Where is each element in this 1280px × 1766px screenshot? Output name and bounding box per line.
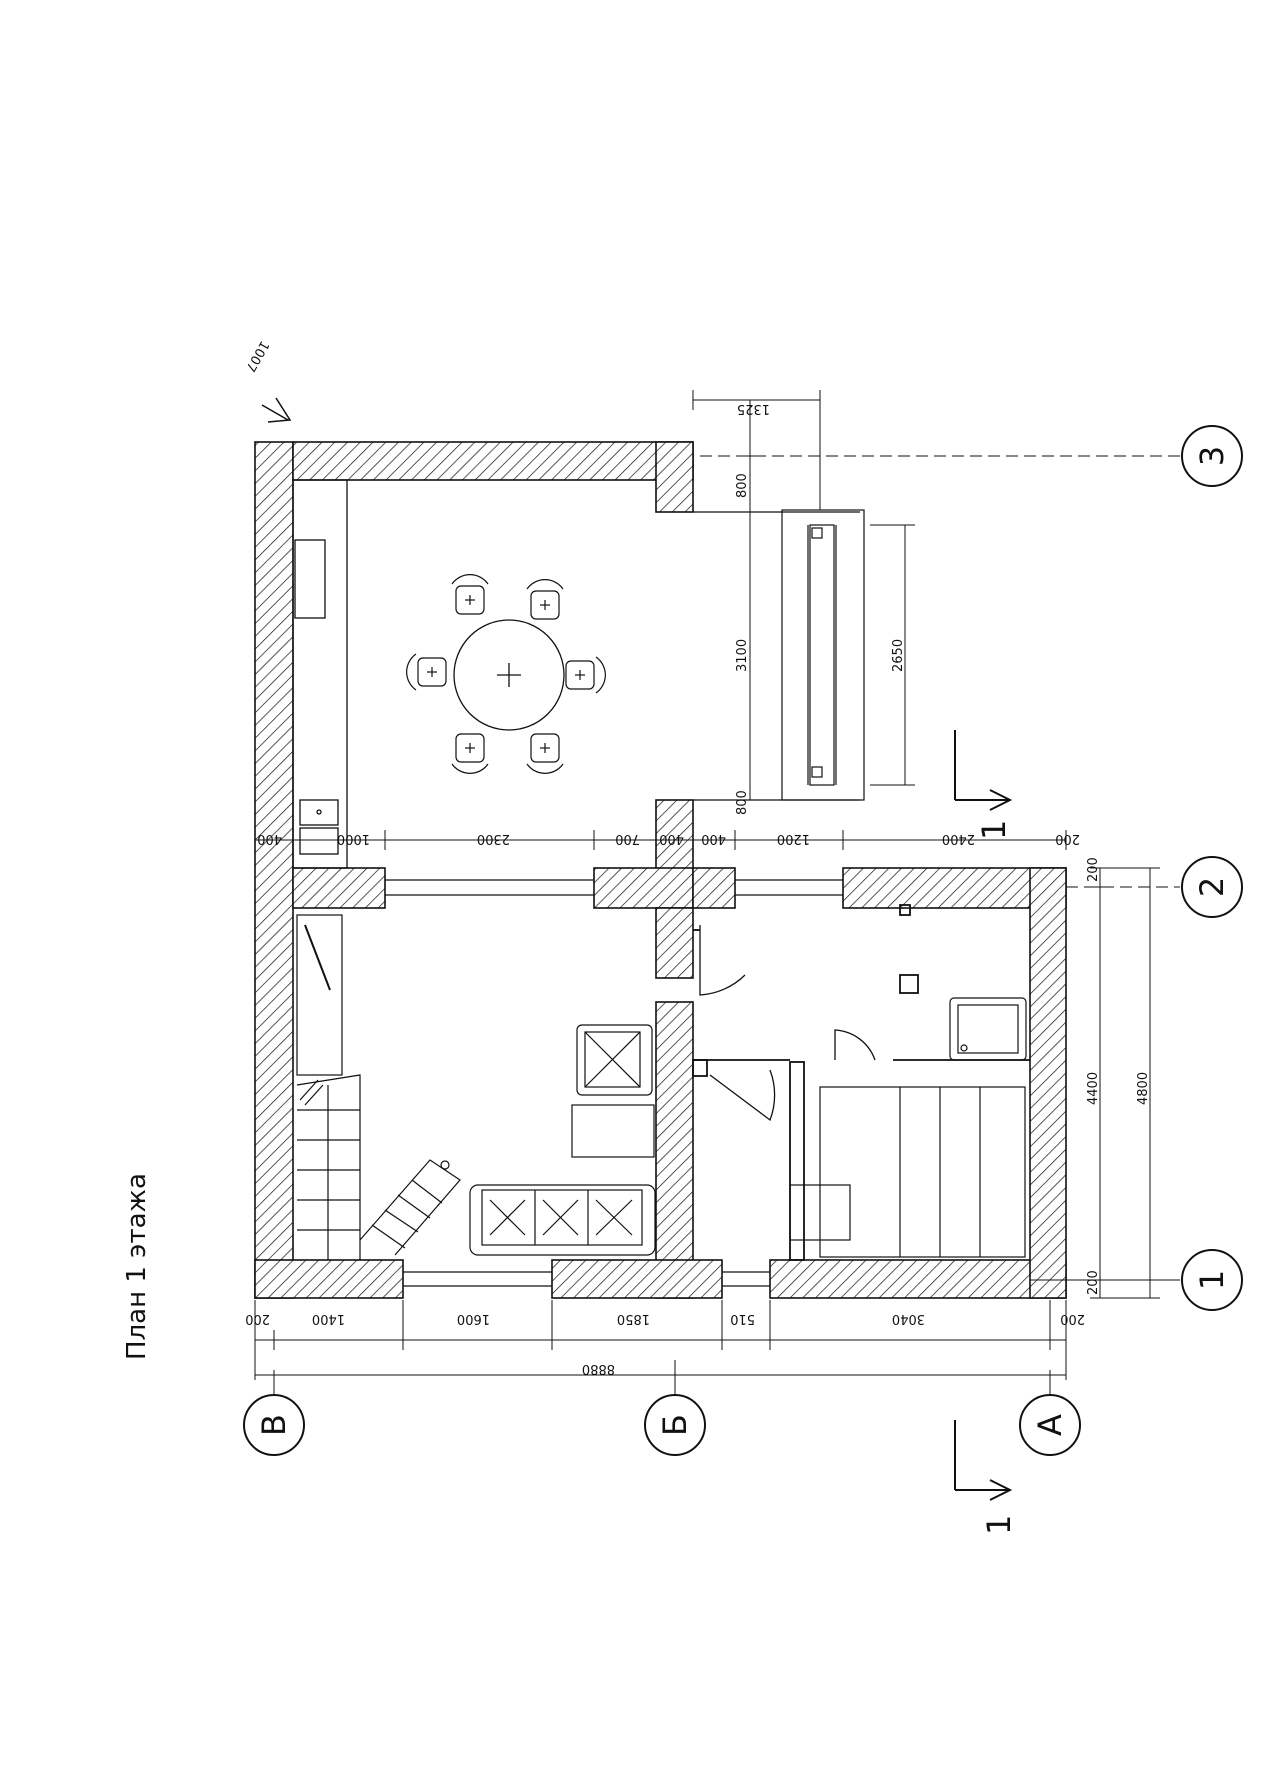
north-arrow: 1007 (242, 338, 292, 423)
dim-terrace-3: 2650 (891, 639, 906, 672)
shower-tray (949, 997, 1027, 1061)
dim-top-1: 1000 (337, 831, 370, 846)
dim-bottom-0: 200 (245, 1311, 270, 1326)
axis-label-3: 3 (1193, 446, 1231, 466)
wall-partition-right (593, 867, 694, 909)
terrace (693, 509, 865, 801)
dim-top-3: 700 (615, 831, 640, 846)
wall-right (1029, 867, 1067, 1299)
wall-wet-top-2 (842, 867, 1067, 909)
wall-partition-left (292, 867, 386, 909)
section-marker-top (954, 730, 1013, 811)
section-marker-bottom (954, 1420, 1013, 1501)
north-note: 1007 (242, 338, 272, 374)
dim-bottom-6: 200 (1060, 1311, 1085, 1326)
dim-top-4: 400 (659, 831, 684, 846)
dim-top-5: 400 (701, 831, 726, 846)
axis-bubble-3: 3 (1181, 425, 1243, 487)
sauna-stove (789, 1184, 851, 1241)
dim-top-0: 400 (257, 831, 282, 846)
windows (385, 879, 843, 1287)
armchair (576, 1024, 653, 1096)
kitchen-counter (292, 479, 348, 869)
dining-table (453, 619, 565, 731)
axis-label-2: 2 (1193, 877, 1231, 897)
dimension-lines (254, 390, 1160, 1380)
dim-bottom-2: 1600 (457, 1311, 490, 1326)
axis-bubble-2: 2 (1181, 856, 1243, 918)
wall-bottom-1 (254, 1259, 404, 1299)
axis-lines (273, 455, 1180, 1395)
axis-label-b: Б (656, 1414, 694, 1436)
wall-bottom-3 (769, 1259, 1067, 1299)
axis-bubble-1: 1 (1181, 1249, 1243, 1311)
wall-living-right (655, 1001, 694, 1299)
drawing-title: План 1 этажа (122, 1173, 152, 1360)
axis-label-a: А (1031, 1414, 1069, 1436)
section-label-top: 1 (975, 820, 1013, 840)
wall-dining-right (655, 441, 694, 513)
dim-right-2: 200 (1086, 1270, 1101, 1295)
dims-bottom: 200 1400 1600 1850 510 3040 200 8880 (245, 1311, 1085, 1376)
dim-bottom-total: 8880 (582, 1361, 615, 1376)
dim-top-7: 2400 (942, 831, 975, 846)
dim-top-6: 1200 (777, 831, 810, 846)
dim-terrace-0: 800 (735, 473, 750, 498)
sauna-bench (819, 1086, 1026, 1258)
wall-bottom-2 (551, 1259, 723, 1299)
sofa (469, 1184, 656, 1256)
dims-right: 200 4400 200 4800 (1086, 857, 1151, 1295)
staircase (296, 914, 461, 1260)
dim-terrace-1: 3100 (735, 639, 750, 672)
dim-terrace-2: 800 (735, 790, 750, 815)
wall-top (292, 441, 694, 481)
wall-left (254, 441, 294, 1299)
doors (699, 925, 876, 1122)
section-label-bottom: 1 (980, 1515, 1018, 1535)
dim-right-0: 200 (1086, 857, 1101, 882)
wall-wet-top-1 (692, 867, 736, 909)
dim-bottom-1: 1400 (312, 1311, 345, 1326)
dims-top: 400 1000 2300 700 400 400 1200 2400 200 (257, 831, 1080, 846)
wall-living-right-top (655, 907, 694, 979)
dim-right-1: 4400 (1086, 1072, 1101, 1105)
dims-terrace: 800 3100 800 2650 1325 (735, 401, 906, 815)
dim-right-total: 4800 (1136, 1072, 1151, 1105)
dim-top-8: 200 (1055, 831, 1080, 846)
dim-top-2: 2300 (477, 831, 510, 846)
coffee-table (571, 1104, 655, 1158)
dim-bottom-4: 510 (730, 1311, 755, 1326)
dining-chairs (406, 574, 606, 774)
axis-label-v: В (255, 1414, 293, 1436)
dim-terrace-4: 1325 (737, 401, 770, 416)
axis-bubble-v: В (243, 1394, 305, 1456)
axis-bubble-a: А (1019, 1394, 1081, 1456)
dim-bottom-3: 1850 (617, 1311, 650, 1326)
walls (254, 441, 1067, 1299)
axis-label-1: 1 (1193, 1270, 1231, 1290)
axis-bubble-b: Б (644, 1394, 706, 1456)
dim-bottom-5: 3040 (892, 1311, 925, 1326)
